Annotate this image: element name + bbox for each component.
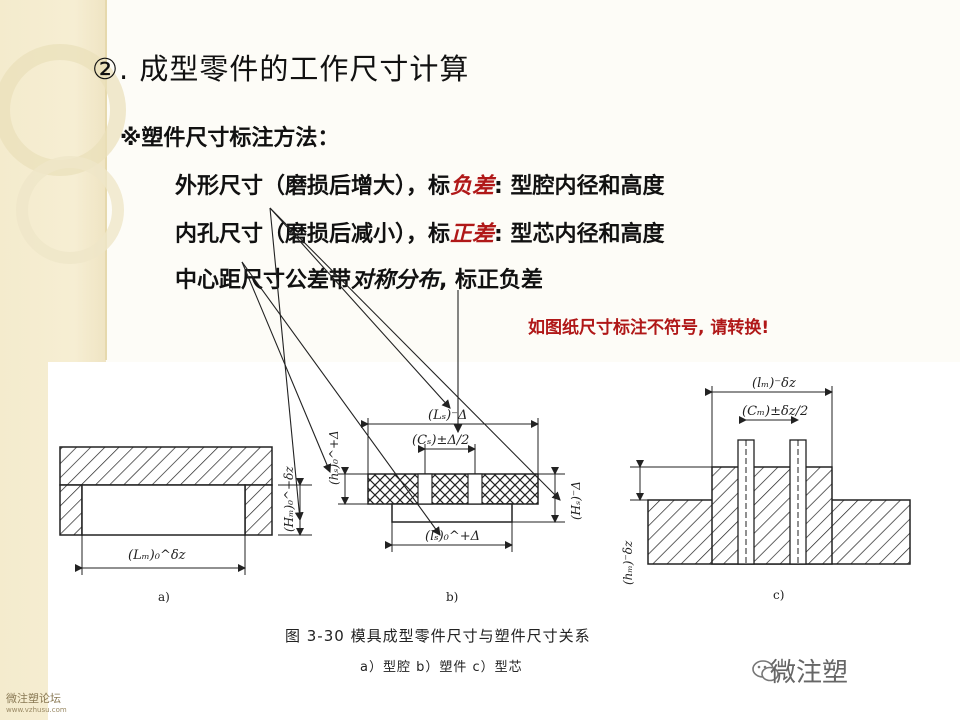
dim-a-HM: (Hₘ)₀^+δz — [282, 466, 296, 532]
rule-text: 外形尺寸（磨损后增大），标 — [175, 174, 451, 199]
figure-caption: 图 3-30 模具成型零件尺寸与塑件尺寸关系 — [285, 627, 591, 645]
rule-inner-dimension: 内孔尺寸（磨损后减小），标正差: 型芯内径和高度 — [175, 216, 665, 248]
dim-b-Ls: (Lₛ)⁻Δ — [428, 408, 467, 423]
forum-logo: 微注塑论坛 www.vzhusu.com — [6, 690, 67, 714]
subheading: ※塑件尺寸标注方法： — [120, 126, 340, 151]
dim-c-hM: (hₘ)⁻δz — [621, 540, 635, 585]
panel-label-a: a) — [158, 590, 170, 604]
dim-b-Cs: (Cₛ)±Δ/2 — [412, 433, 469, 448]
panel-a-cavity — [59, 446, 312, 575]
decorative-circles — [0, 44, 126, 264]
logo-name: 微注塑论坛 — [6, 692, 61, 705]
wechat-icon — [752, 660, 779, 682]
rule-emphasis: 正差 — [450, 222, 495, 247]
figure-subcaption: a）型腔 b）塑件 c）型芯 — [360, 660, 523, 675]
dim-b-Hs: (Hₛ)⁻Δ — [569, 481, 583, 520]
warning-note: 如图纸尺寸标注不符号, 请转换! — [528, 318, 770, 338]
slide-title: ②. 成型零件的工作尺寸计算 — [92, 52, 470, 86]
panel-b-part — [338, 418, 565, 552]
rule-emphasis: 对称分布 — [351, 268, 440, 293]
panel-label-c: c) — [773, 588, 785, 602]
leader-lines — [241, 207, 561, 536]
rule-text: 中心距尺寸公差带 — [175, 268, 352, 293]
rule-emphasis: 负差 — [450, 174, 495, 199]
watermark-text: 微注塑 — [770, 658, 849, 688]
rule-center-distance: 中心距尺寸公差带对称分布, 标正负差 — [175, 262, 543, 294]
dim-c-lM: (lₘ)⁻δz — [752, 376, 796, 391]
rule-text: : 型腔内径和高度 — [494, 174, 665, 199]
dim-b-hs: (hₛ)₀^+Δ — [327, 430, 341, 485]
rule-text: : 型芯内径和高度 — [494, 222, 665, 247]
rule-outer-dimension: 外形尺寸（磨损后增大），标负差: 型腔内径和高度 — [175, 168, 665, 200]
rule-text: 内孔尺寸（磨损后减小），标 — [175, 222, 451, 247]
logo-url: www.vzhusu.com — [6, 706, 67, 714]
panel-label-b: b) — [446, 590, 459, 604]
panel-c-core — [630, 386, 911, 565]
rule-text: , 标正负差 — [439, 268, 544, 293]
dim-b-ls: (lₛ)₀^+Δ — [425, 529, 480, 544]
dim-a-LM: (Lₘ)₀^δz — [128, 548, 186, 563]
dim-c-CM: (Cₘ)±δz/2 — [742, 404, 808, 419]
